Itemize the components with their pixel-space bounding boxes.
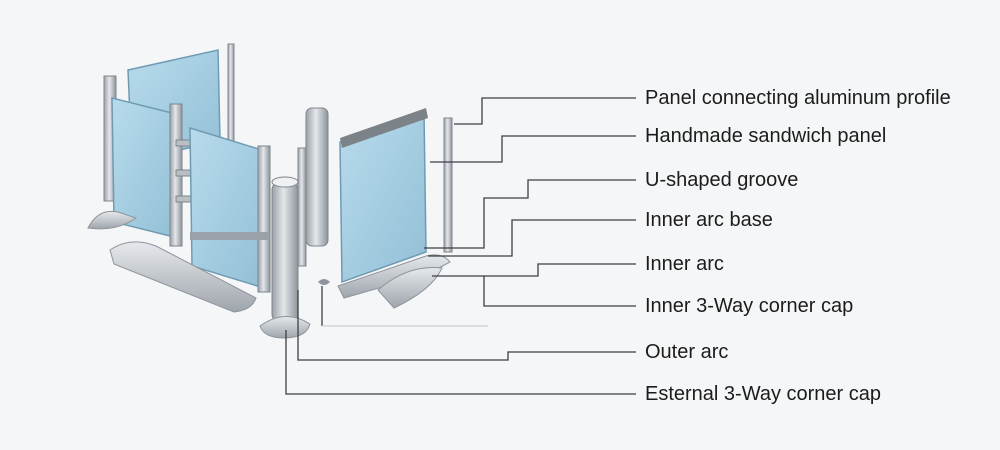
label-panel-connecting-profile: Panel connecting aluminum profile [645,87,951,109]
middle-sandwich-panel [189,126,271,293]
leader-line-2 [430,135,636,163]
vertical-connecting-profile [297,107,329,267]
long-inner-arc-rail [109,241,257,313]
leader-line-4 [428,219,636,257]
right-sandwich-panel [339,108,453,284]
leader-line-5 [432,263,636,277]
label-sandwich-panel: Handmade sandwich panel [645,125,887,147]
leader-line-7 [297,290,636,361]
label-inner-arc-base: Inner arc base [645,209,773,231]
leader-line-1 [454,97,636,125]
label-inner-arc: Inner arc [645,253,724,275]
leader-line-3 [424,179,636,249]
outer-arc-post [271,176,299,323]
label-outer-arc: Outer arc [645,341,729,363]
label-external-corner-cap: Esternal 3-Way corner cap [645,383,882,405]
external-corner-cap-shape [259,316,311,339]
leader-line-6 [483,276,636,307]
inner-corner-cap-shape [318,279,330,285]
inner-arc-shape [377,266,443,309]
leader-lines [285,97,636,395]
label-inner-corner-cap: Inner 3-Way corner cap [645,295,854,317]
left-foot-cap [87,210,138,230]
label-u-shaped-groove: U-shaped groove [645,169,799,191]
leader-line-8 [285,330,636,395]
